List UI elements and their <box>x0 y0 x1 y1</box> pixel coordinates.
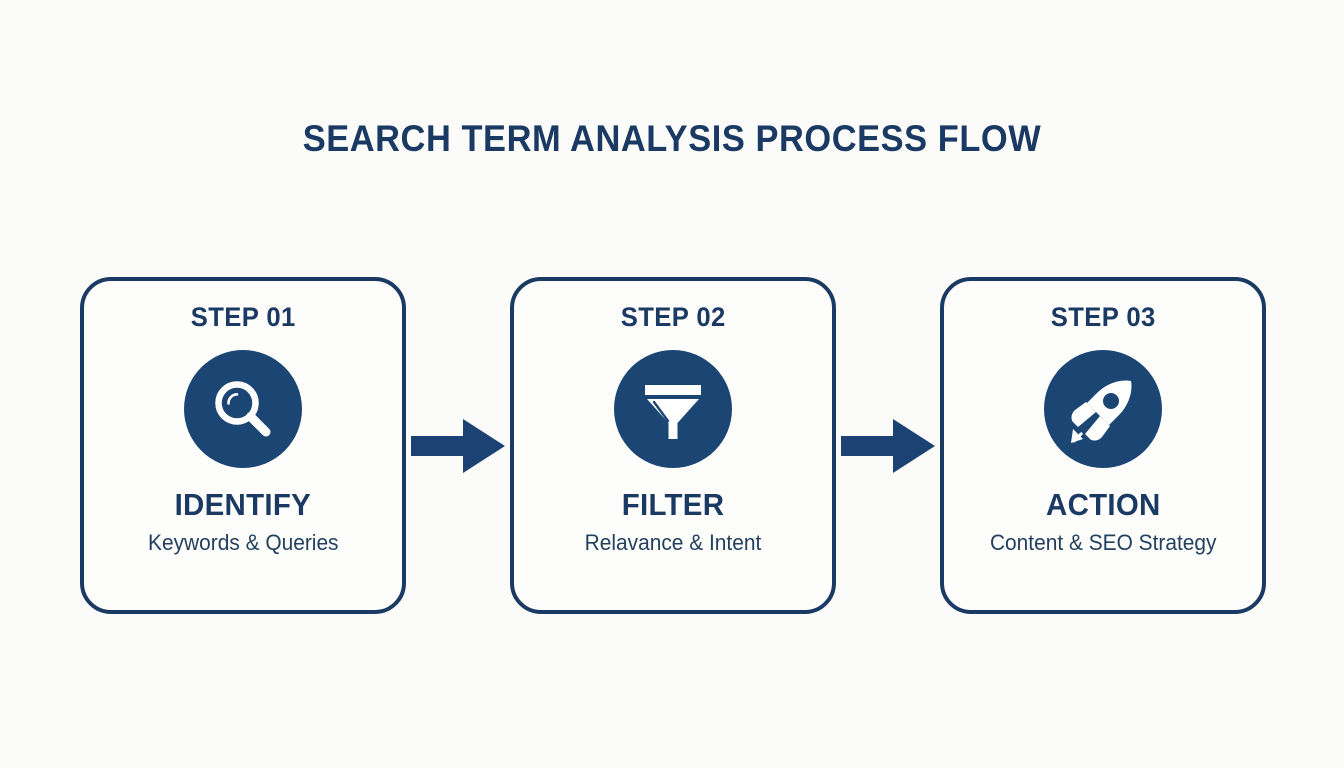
arrow-right-icon <box>411 417 505 475</box>
arrow-right-icon <box>841 417 935 475</box>
step-title: FILTER <box>621 487 725 522</box>
page-title: SEARCH TERM ANALYSIS PROCESS FLOW <box>302 118 1042 159</box>
step-card-action[interactable]: STEP 03 AC <box>940 277 1266 614</box>
rocket-icon <box>1044 350 1162 468</box>
step-subtitle: Keywords & Queries <box>147 530 339 555</box>
magnifier-icon <box>184 350 302 468</box>
step-title: IDENTIFY <box>174 487 312 522</box>
process-flow-row: STEP 01 IDENTIFY Keywords & Queries <box>80 277 1266 614</box>
step-title: ACTION <box>1045 487 1161 522</box>
step-card-identify[interactable]: STEP 01 IDENTIFY Keywords & Queries <box>80 277 406 614</box>
step-number-label: STEP 03 <box>1050 302 1156 332</box>
step-subtitle: Content & SEO Strategy <box>989 530 1217 555</box>
step-number-label: STEP 01 <box>190 302 296 332</box>
step-card-filter[interactable]: STEP 02 FILTER Relavance & Intent <box>510 277 836 614</box>
funnel-icon <box>614 350 732 468</box>
step-number-label: STEP 02 <box>620 302 726 332</box>
step-subtitle: Relavance & Intent <box>584 530 762 555</box>
